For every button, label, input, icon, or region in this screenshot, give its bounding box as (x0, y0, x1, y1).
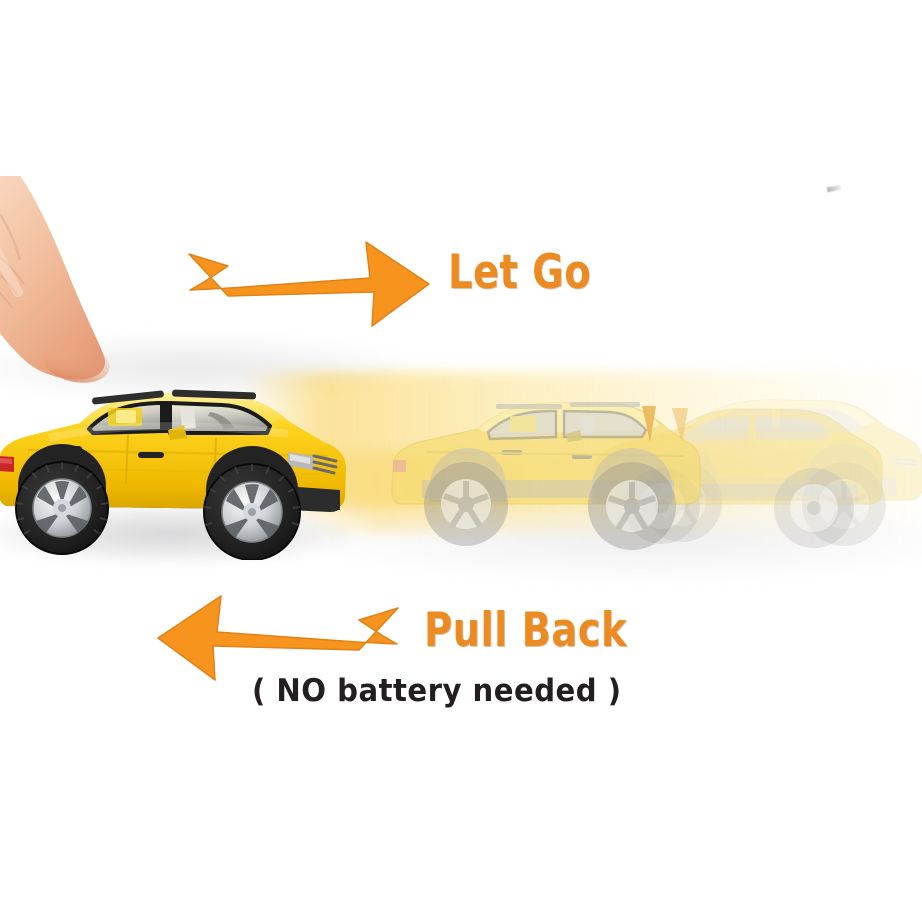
car-solid (0, 360, 378, 561)
arrow-right-icon (186, 238, 431, 330)
roof-rail-rear (92, 390, 164, 405)
door-handle-front (138, 452, 164, 458)
grille (312, 454, 338, 475)
rim-spokes-front (225, 484, 279, 538)
wheel-rear (15, 461, 109, 555)
scan-artifact (826, 184, 842, 193)
pull-back-label: Pull Back (424, 603, 628, 658)
roof-rail-front (172, 389, 257, 400)
steering-wheel (208, 412, 234, 429)
arrow-left-icon (156, 592, 401, 684)
motion-streak-lower (300, 452, 922, 532)
arrow-right-svg (188, 241, 430, 327)
wheel-front (203, 463, 301, 561)
side-mirror (168, 425, 187, 440)
arrow-left-svg (157, 595, 399, 681)
no-battery-note: ( NO battery needed ) (252, 673, 622, 709)
let-go-label: Let Go (448, 245, 592, 300)
toy-suv-svg (0, 389, 346, 561)
rim-spokes-rear (36, 481, 88, 533)
b-pillar (160, 401, 170, 433)
front-seat (180, 407, 196, 429)
